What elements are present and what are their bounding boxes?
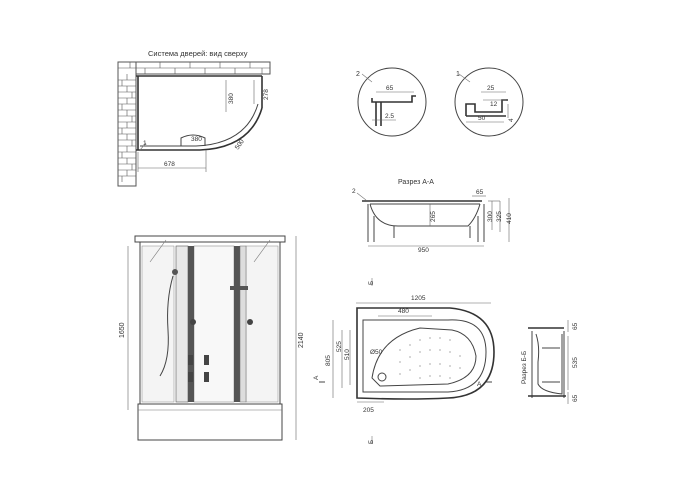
tray-dim-205: 205: [363, 407, 374, 414]
tray-dim-480: 480: [398, 308, 409, 315]
section-mark-a-right: А: [477, 381, 482, 388]
section-aa-callout: 2: [352, 188, 356, 195]
section-bb: Разрез Б-Б 65 535 65: [521, 320, 579, 404]
section-aa-dim-300: 300: [487, 211, 494, 222]
top-dim-380a: 380: [228, 93, 235, 104]
cabin-front-view: 1650 2140: [119, 235, 305, 441]
top-dim-278: 278: [263, 89, 270, 100]
section-bb-dim-65-top: 65: [572, 322, 579, 330]
tray-dim-525: 525: [336, 341, 343, 352]
section-aa-dim-410: 410: [506, 213, 513, 224]
section-mark-b-top: Б: [368, 281, 375, 285]
top-dim-500: 500: [234, 138, 246, 151]
profile-2-detail: 2 65 2.5: [356, 67, 427, 137]
section-bb-title: Разрез Б-Б: [521, 351, 528, 384]
section-aa-title: Разрез А-А: [398, 179, 434, 186]
front-dim-1650: 1650: [119, 322, 126, 338]
tray-dim-drain: Ø50: [370, 349, 383, 356]
profile-1-dim-25: 25: [487, 85, 495, 92]
profile-1-dim-4: 4: [508, 118, 515, 122]
section-aa: Разрез А-А 2 265 300 325 410 65 950: [352, 179, 513, 254]
section-mark-b-bottom: Б: [368, 440, 375, 444]
top-view: Система дверей: вид сверху: [117, 49, 271, 187]
section-bb-dim-65-bottom: 65: [572, 394, 579, 402]
profile-2-dim-65: 65: [386, 85, 394, 92]
profile-2-dim-2-5: 2.5: [385, 113, 394, 120]
profile-2-callout: 2: [356, 71, 360, 78]
profile-1-dim-12: 12: [490, 101, 498, 108]
brick-wall: [117, 61, 271, 187]
section-bb-dim-535: 535: [572, 357, 579, 368]
tray-dim-1205: 1205: [411, 295, 426, 302]
section-aa-dim-65: 65: [476, 189, 484, 196]
profile-1-callout: 1: [456, 71, 460, 78]
profile-1-dim-50: 50: [478, 115, 486, 122]
tray-dim-510: 510: [344, 349, 351, 360]
top-callout-1: 1: [143, 140, 147, 147]
section-mark-a-left: А: [313, 375, 320, 380]
top-dim-678: 678: [164, 161, 175, 168]
front-dim-2140: 2140: [298, 332, 305, 348]
section-aa-dim-325: 325: [496, 211, 503, 222]
section-aa-dim-265: 265: [430, 211, 437, 222]
tray-dim-805: 805: [325, 355, 332, 366]
section-aa-dim-950: 950: [418, 247, 429, 254]
top-dim-380b: 380: [191, 136, 202, 143]
profile-1-detail: 1 25 12 50 4: [454, 67, 524, 137]
tray-plan-view: 1205 480 Ø50 805 525 510 205 А А: [313, 278, 495, 444]
top-view-title: Система дверей: вид сверху: [148, 49, 248, 58]
